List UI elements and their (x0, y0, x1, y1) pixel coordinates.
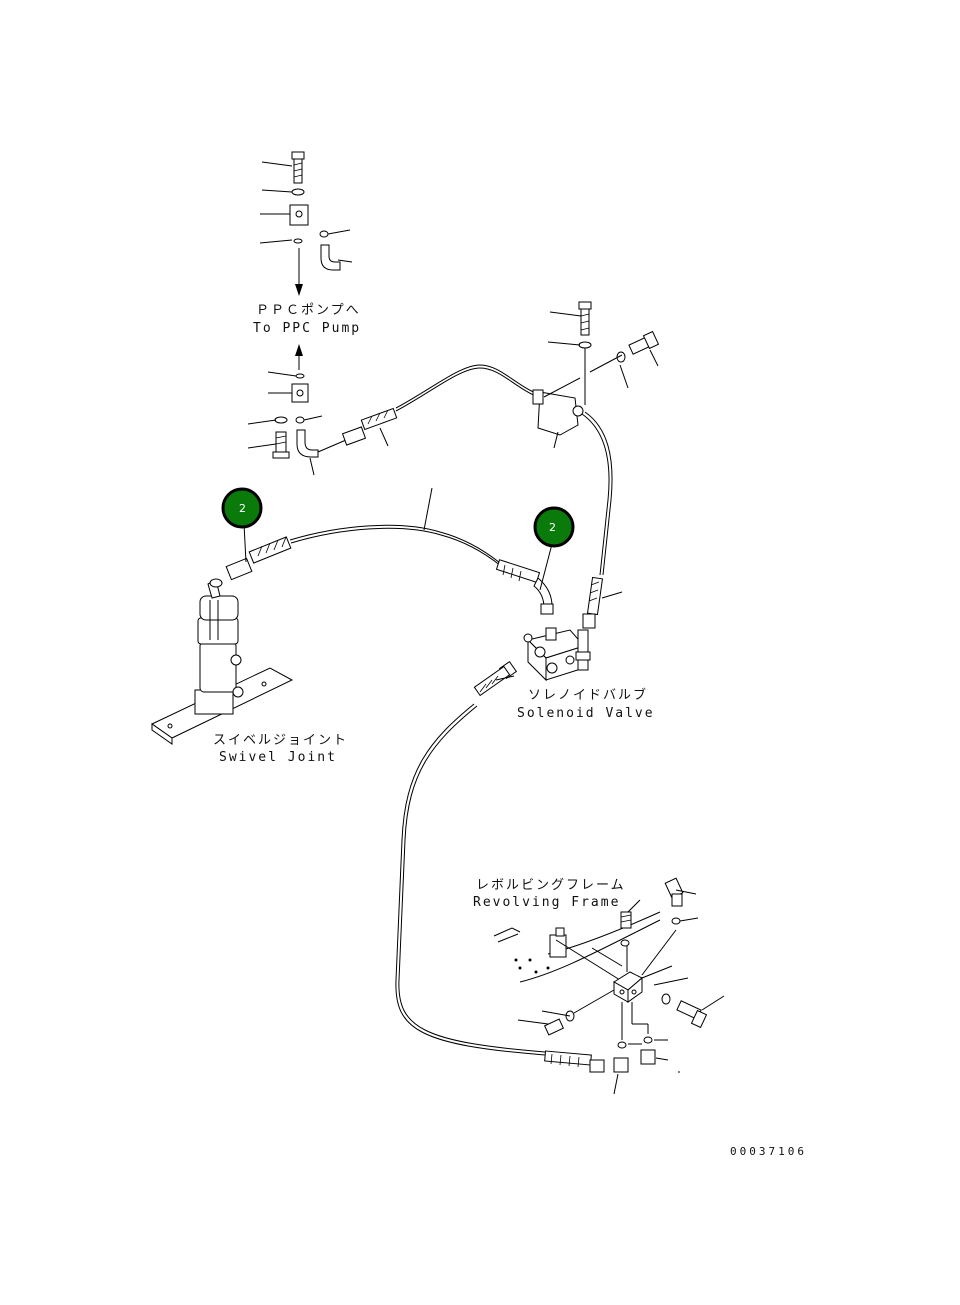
upper-fitting-group (259, 151, 353, 296)
callout-number: 2 (549, 521, 556, 534)
callout-solenoid-hose[interactable]: 2 (533, 506, 575, 591)
hose-bracket-to-solenoid (581, 411, 623, 629)
solenoid-valve-label-en: Solenoid Valve (517, 706, 655, 721)
swivel-joint (151, 578, 294, 745)
callout-number: 2 (239, 502, 246, 515)
solenoid-valve-label-jp: ソレノイドバルブ (528, 687, 648, 703)
lower-fitting-group (247, 344, 323, 476)
revolving-frame-label-jp: レボルビングフレーム (476, 878, 626, 893)
hose-swivel-to-solenoid (225, 487, 554, 615)
ppc-pump-label-jp: ＰＰＣポンプへ (256, 303, 361, 318)
hose-ppc-to-bracket (317, 364, 541, 453)
ppc-pump-label-en: To PPC Pump (253, 321, 361, 336)
revolving-frame (493, 877, 725, 1095)
swivel-joint-label-en: Swivel Joint (219, 750, 337, 765)
bracket-assembly (532, 301, 660, 449)
callout-swivel-hose[interactable]: 2 (221, 487, 263, 563)
revolving-frame-label-en: Revolving Frame (473, 895, 620, 910)
hose-solenoid-to-frame (395, 660, 605, 1073)
solenoid-valve (523, 627, 591, 682)
swivel-joint-label-jp: スイベルジョイント (213, 733, 348, 748)
drawing-code: 00037106 (730, 1145, 807, 1158)
